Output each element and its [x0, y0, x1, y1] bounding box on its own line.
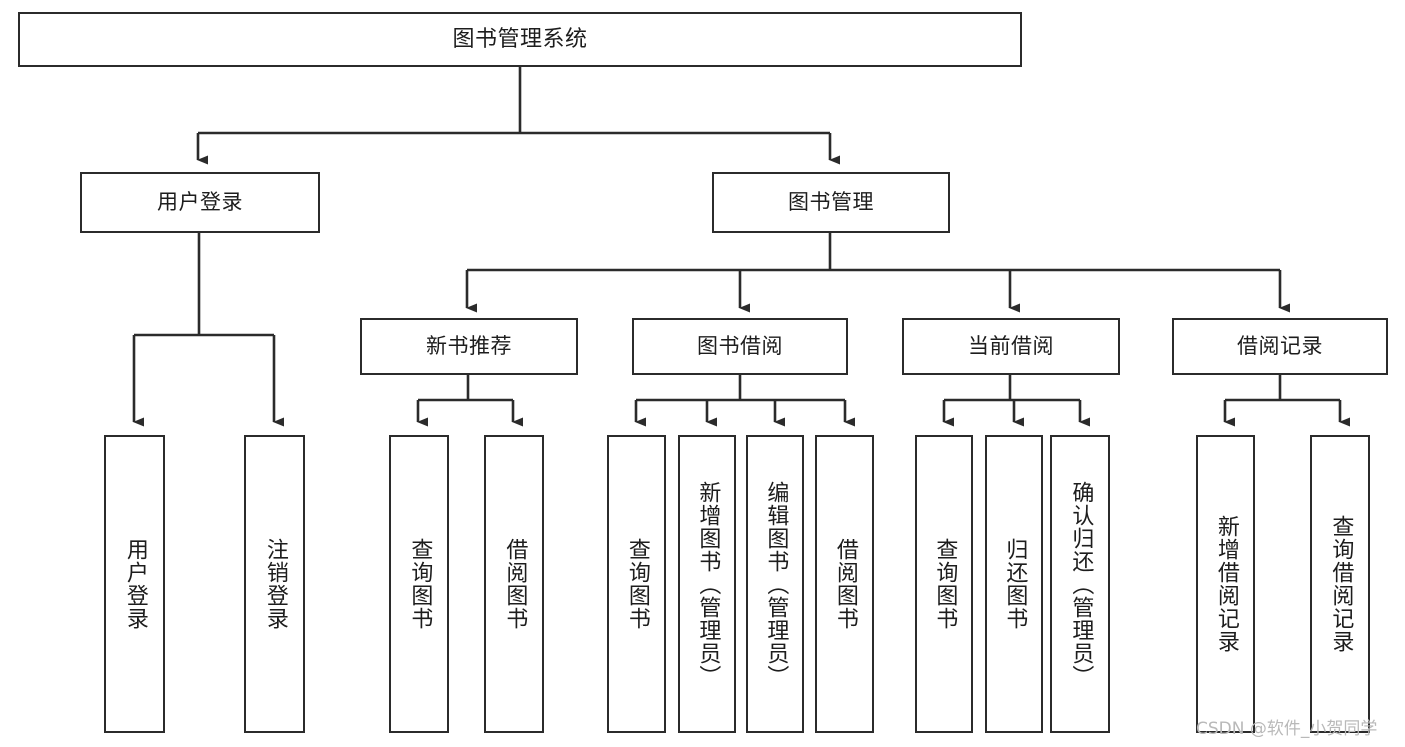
node-label: 图书管理系统 — [452, 26, 588, 52]
leaf-borrow-book[interactable]: 借阅图书 — [815, 435, 874, 733]
node-label: 用户登录 — [122, 538, 148, 630]
node-current-borrow[interactable]: 当前借阅 — [902, 318, 1120, 375]
node-label: 新书推荐 — [426, 334, 512, 359]
node-label: 图书管理 — [788, 190, 874, 215]
node-book-manage[interactable]: 图书管理 — [712, 172, 950, 233]
node-label: 查询借阅记录 — [1328, 515, 1354, 653]
node-label: 新增图书（管理员） — [695, 480, 721, 688]
node-label: 图书借阅 — [697, 334, 783, 359]
leaf-borrow-book-recommend[interactable]: 借阅图书 — [484, 435, 544, 733]
leaf-user-login[interactable]: 用户登录 — [104, 435, 165, 733]
node-borrow-record[interactable]: 借阅记录 — [1172, 318, 1388, 375]
node-label: 查询图书 — [407, 538, 433, 630]
leaf-return-book[interactable]: 归还图书 — [985, 435, 1043, 733]
node-label: 当前借阅 — [968, 334, 1054, 359]
leaf-confirm-return-admin[interactable]: 确认归还（管理员） — [1050, 435, 1110, 733]
leaf-query-book-current[interactable]: 查询图书 — [915, 435, 973, 733]
node-label: 借阅记录 — [1237, 334, 1323, 359]
node-label: 确认归还（管理员） — [1068, 480, 1094, 688]
leaf-add-book-admin[interactable]: 新增图书（管理员） — [678, 435, 736, 733]
node-label: 查询图书 — [932, 538, 958, 630]
node-label: 借阅图书 — [832, 538, 858, 630]
node-label: 查询图书 — [624, 538, 650, 630]
node-label: 用户登录 — [157, 190, 243, 215]
node-label: 借阅图书 — [502, 538, 528, 630]
node-new-book-recommend[interactable]: 新书推荐 — [360, 318, 578, 375]
leaf-query-book-borrow[interactable]: 查询图书 — [607, 435, 666, 733]
leaf-user-logout[interactable]: 注销登录 — [244, 435, 305, 733]
node-user-login[interactable]: 用户登录 — [80, 172, 320, 233]
node-label: 新增借阅记录 — [1213, 515, 1239, 653]
leaf-query-borrow-record[interactable]: 查询借阅记录 — [1310, 435, 1370, 733]
node-root-system[interactable]: 图书管理系统 — [18, 12, 1022, 67]
node-label: 归还图书 — [1002, 538, 1028, 630]
leaf-edit-book-admin[interactable]: 编辑图书（管理员） — [746, 435, 804, 733]
node-label: 编辑图书（管理员） — [763, 480, 789, 688]
leaf-add-borrow-record[interactable]: 新增借阅记录 — [1196, 435, 1255, 733]
leaf-query-book-recommend[interactable]: 查询图书 — [389, 435, 449, 733]
node-label: 注销登录 — [262, 538, 288, 630]
node-book-borrow[interactable]: 图书借阅 — [632, 318, 848, 375]
